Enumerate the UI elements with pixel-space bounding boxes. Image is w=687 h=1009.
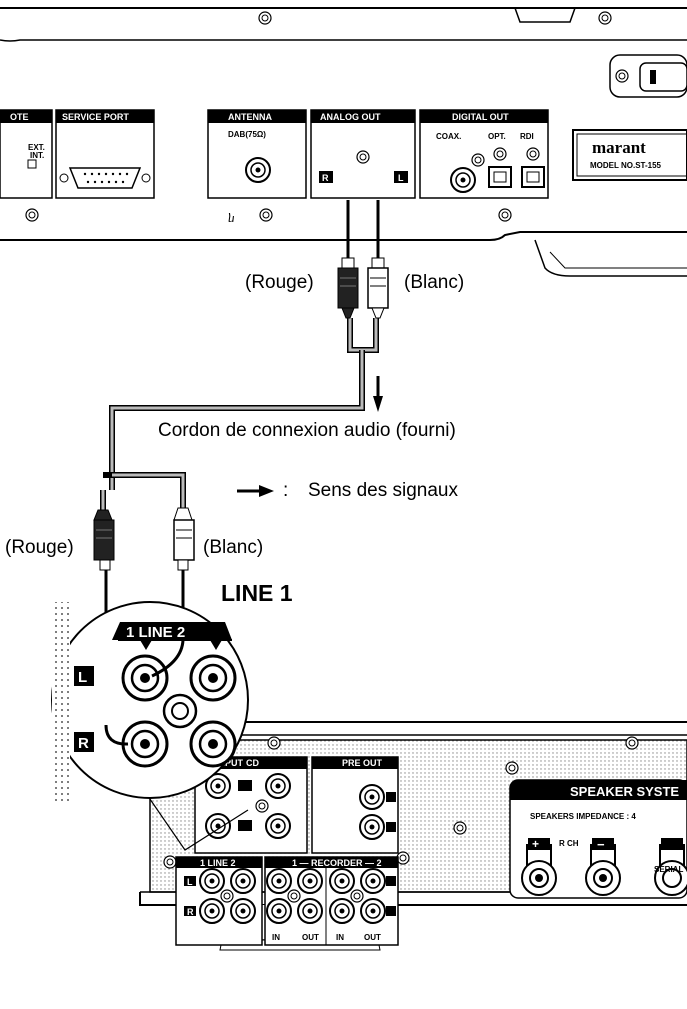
rouge-top-label: (Rouge) (245, 272, 314, 293)
preout-label: PRE OUT (342, 758, 383, 768)
brand-name: marant (592, 138, 646, 157)
in2-label: IN (336, 933, 344, 942)
zoom-r-label: R (78, 735, 89, 752)
blanc-bottom-label: (Blanc) (203, 537, 264, 558)
signal-colon: : (283, 480, 289, 501)
analog-l-label: L (398, 173, 404, 183)
speaker-system-label: SPEAKER SYSTE (570, 784, 679, 799)
signal-direction-label: Sens des signaux (308, 480, 458, 501)
service-port-label: SERVICE PORT (62, 112, 129, 122)
speaker-panel (509, 779, 687, 899)
opt-label: OPT. (488, 132, 506, 141)
input-label: INPUT (216, 758, 244, 768)
zoom-jack-line1-r (121, 720, 169, 768)
tuner-rear-panel (0, 7, 687, 277)
rouge-bottom-label: (Rouge) (5, 537, 74, 558)
signal-arrow-down (373, 376, 383, 412)
line-small-label: 1 LINE 2 (200, 858, 236, 868)
remote-panel (0, 109, 53, 199)
digital-out-panel (419, 109, 549, 199)
remote-panel-label: OTE (10, 112, 29, 122)
minus-label: − (597, 837, 605, 852)
speaker-terminal-plus (521, 838, 557, 896)
analog-out-label: ANALOG OUT (320, 112, 381, 122)
antenna-panel (207, 109, 307, 199)
cable-label: Cordon de connexion audio (fourni) (158, 420, 456, 441)
svg-text:L: L (187, 877, 193, 887)
rdi-label: RDI (520, 132, 534, 141)
analog-out-panel (310, 109, 416, 199)
analog-r-label: R (322, 173, 329, 183)
zoom-callout (51, 601, 249, 851)
ext-label: EXT. (28, 143, 45, 152)
coax-label: COAX. (436, 132, 461, 141)
zoom-l-label: L (78, 669, 87, 686)
zoom-jack-line2-l (189, 654, 237, 702)
out1-label: OUT (302, 933, 319, 942)
out2-label: OUT (364, 933, 381, 942)
antenna-label: ANTENNA (228, 112, 272, 122)
rch-label: R CH (559, 839, 579, 848)
cd-label: CD (246, 758, 259, 768)
svg-text:R: R (187, 907, 194, 917)
speaker-terminal-minus-2 (654, 838, 687, 896)
zoom-header-label: 1 LINE 2 (126, 624, 185, 641)
signal-arrow-legend (237, 485, 274, 497)
red-plug-top (337, 257, 359, 319)
model-label: MODEL NO.ST-155 (590, 161, 662, 170)
plus-label: + (532, 837, 539, 851)
in1-label: IN (272, 933, 280, 942)
antenna-sub-label: DAB(75Ω) (228, 130, 266, 139)
digital-out-label: DIGITAL OUT (452, 112, 509, 122)
zoom-jack-line2-r (189, 720, 237, 768)
pre-out-panel (311, 756, 399, 854)
svg-text:ⴑ: ⴑ (228, 213, 234, 225)
recorder-panel (264, 856, 399, 946)
blanc-top-label: (Blanc) (404, 272, 465, 293)
white-plug-bottom (173, 507, 195, 571)
line1-title: LINE 1 (221, 580, 293, 606)
serial-label: SERIAL (654, 865, 683, 874)
impedance-label: SPEAKERS IMPEDANCE : 4 (530, 812, 636, 821)
white-plug-top (367, 257, 389, 319)
int-label: INT. (30, 151, 44, 160)
recorder-label: 1 — RECORDER — 2 (292, 858, 382, 868)
brand-plate (572, 129, 687, 181)
red-plug-bottom (93, 509, 115, 571)
zoom-jack-line1-l (121, 654, 169, 702)
speaker-terminal-minus (585, 838, 621, 896)
line-panel (175, 856, 263, 946)
zoom-center-screw (162, 693, 198, 729)
service-port-panel (55, 109, 155, 199)
